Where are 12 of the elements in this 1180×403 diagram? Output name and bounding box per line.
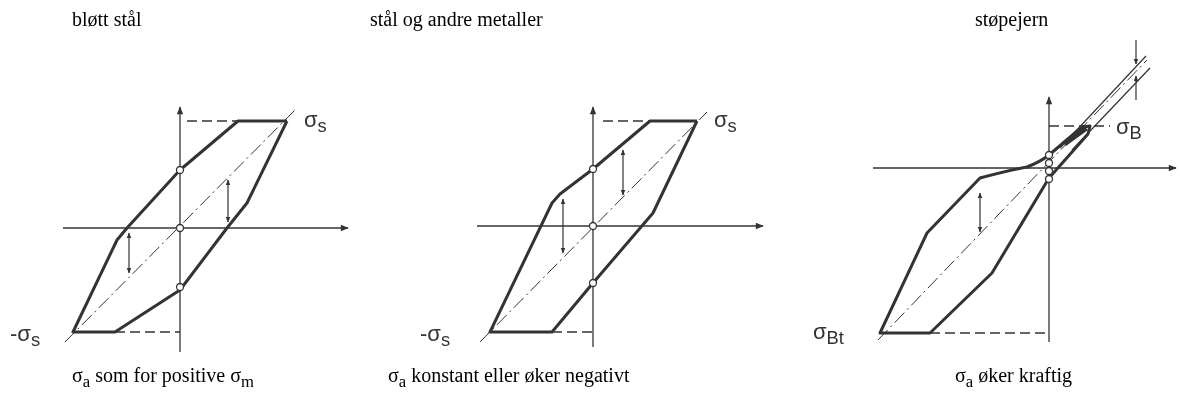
caption: σ$_{a}$ øker kraftig [955, 364, 1073, 392]
caption: σ$_{a}$ som for positive σ$_{m}$ [72, 364, 254, 392]
axis-value-label: σ$_{Bt}$ [813, 320, 844, 349]
panel-title: bløtt stål [72, 8, 142, 30]
panel-title: stål og andre metaller [370, 8, 543, 30]
panel-title: støpejern [975, 8, 1049, 30]
axis-value-label: σ$_{B}$ [1116, 115, 1142, 144]
axis-value-label: σ$_{s}$ [304, 108, 327, 137]
caption: σ$_{a}$ konstant eller øker negativt [388, 364, 630, 392]
axis-value-label: -σ$_{s}$ [10, 322, 41, 351]
axis-value-label: σ$_{s}$ [714, 108, 737, 137]
axis-value-label: -σ$_{s}$ [420, 322, 451, 351]
